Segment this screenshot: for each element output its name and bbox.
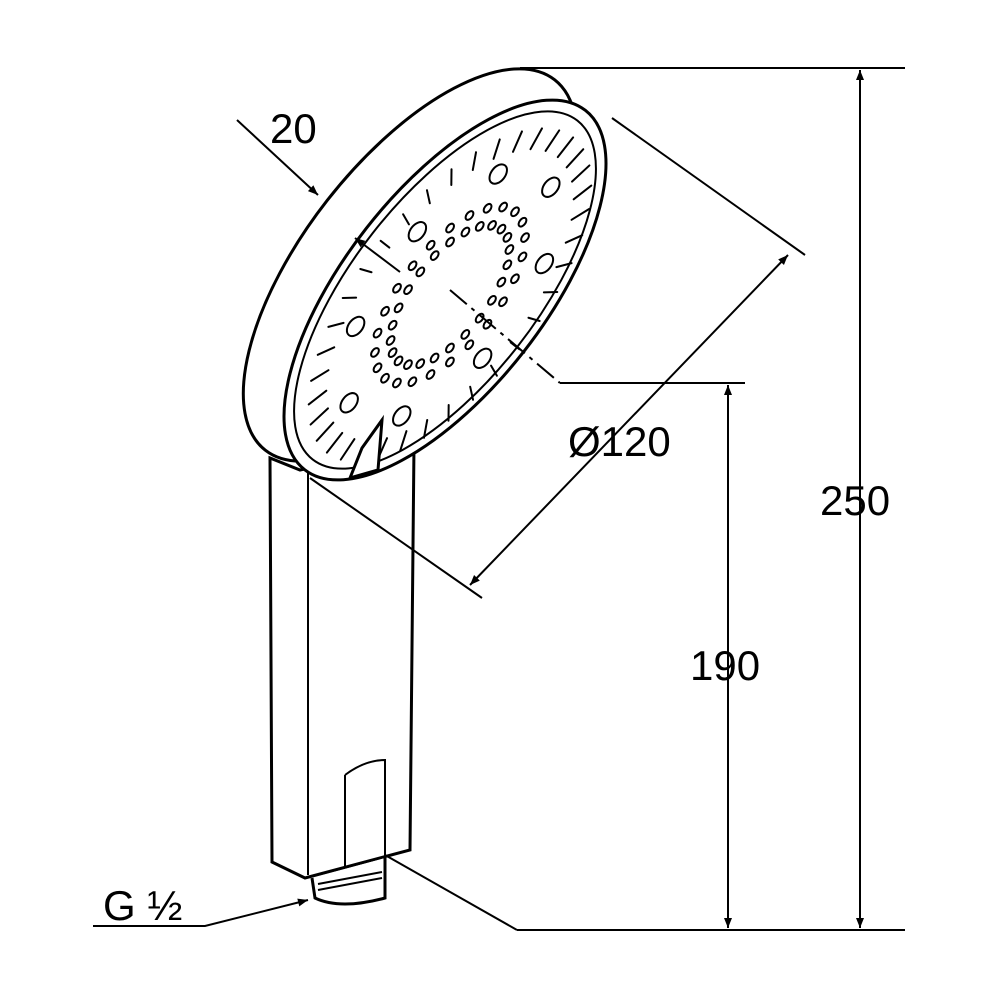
handle-height-label: 190	[690, 642, 760, 689]
nozzle	[403, 359, 413, 370]
jet-nozzle	[345, 315, 366, 338]
spray-slot	[564, 234, 584, 244]
spray-slot	[544, 129, 561, 152]
nozzle	[496, 223, 507, 235]
nozzle	[385, 335, 396, 346]
nozzle	[415, 358, 426, 369]
nozzle	[464, 210, 475, 221]
spray-slot	[325, 431, 344, 454]
spray-slot	[316, 346, 336, 356]
diameter-arrow	[469, 254, 789, 586]
nozzle	[392, 282, 402, 294]
spray-slot	[402, 213, 410, 226]
nozzle	[517, 216, 528, 228]
thread-leader	[93, 898, 309, 927]
spray-slot	[379, 239, 391, 249]
spray-slot	[556, 136, 575, 159]
spray-slot	[565, 148, 585, 169]
spray-slot	[315, 421, 335, 442]
nozzle	[407, 260, 418, 272]
nozzle	[387, 347, 398, 358]
spray-slot	[529, 127, 543, 151]
nozzle	[482, 202, 493, 214]
nozzle	[393, 302, 404, 314]
spray-slot	[425, 189, 431, 205]
spray-slot	[511, 130, 523, 153]
spray-slot	[327, 321, 345, 328]
nozzle	[387, 319, 398, 331]
spray-slot	[471, 151, 478, 172]
nozzle	[429, 352, 440, 364]
jet-nozzle	[392, 405, 412, 427]
shower-head	[241, 67, 608, 482]
spray-slot	[359, 268, 373, 274]
nozzle	[445, 356, 455, 368]
spray-slot	[572, 184, 593, 201]
thread-label: G ½	[103, 882, 182, 929]
nozzle	[460, 329, 471, 340]
jet-nozzle	[339, 392, 359, 414]
nozzle	[380, 372, 390, 384]
nozzle	[445, 222, 455, 234]
spray-slot	[310, 369, 330, 382]
nozzle	[380, 305, 390, 317]
jet-nozzle	[407, 221, 428, 243]
nozzle	[415, 266, 426, 278]
nozzle	[474, 221, 485, 232]
spray-slot	[307, 389, 328, 406]
spray-slot	[339, 438, 356, 461]
nozzle	[393, 355, 404, 367]
jet-nozzle	[488, 163, 508, 185]
nozzle	[429, 250, 440, 261]
spray-slot	[341, 296, 358, 299]
nozzle	[460, 226, 471, 238]
depth-arrow-outer	[236, 119, 319, 196]
nozzle	[445, 342, 455, 354]
nozzle	[487, 220, 497, 231]
nozzle	[504, 244, 515, 255]
nozzle	[520, 232, 530, 243]
spray-slot	[422, 418, 429, 439]
nozzle	[403, 284, 413, 296]
spray-selector-tab	[347, 414, 384, 481]
nozzle	[407, 376, 418, 388]
diameter-label: Ø120	[568, 418, 671, 465]
spray-slot	[399, 430, 408, 452]
nozzle	[498, 201, 508, 213]
nozzle	[425, 239, 436, 251]
nozzle	[502, 232, 513, 243]
spray-slot	[570, 164, 591, 183]
spray-slot	[570, 208, 590, 221]
nozzle	[510, 206, 520, 218]
nozzle	[445, 236, 455, 248]
thread-connector	[310, 858, 387, 906]
nozzle	[425, 369, 436, 380]
nozzle	[372, 362, 383, 374]
spray-slot	[447, 404, 450, 422]
jet-nozzle	[541, 176, 561, 198]
dimension-lines	[93, 67, 905, 931]
handle	[268, 443, 416, 906]
nozzle	[372, 327, 383, 339]
spray-slot	[309, 407, 330, 426]
spray-slot	[492, 138, 501, 160]
depth-label: 20	[270, 105, 317, 152]
depth-arrow-inner	[354, 237, 401, 273]
total-height-label: 250	[820, 477, 890, 524]
nozzle	[392, 377, 402, 389]
spray-slot	[450, 168, 453, 186]
nozzle	[370, 347, 380, 358]
